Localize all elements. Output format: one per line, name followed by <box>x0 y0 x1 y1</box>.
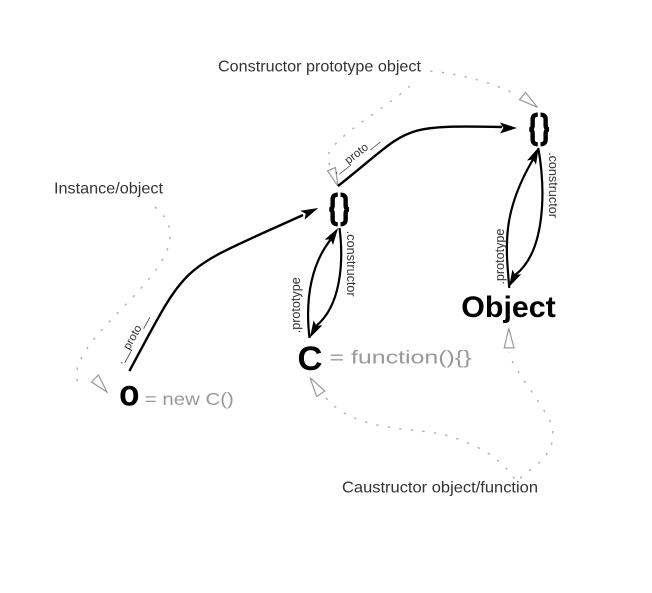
svg-text:.prototype: .prototype <box>493 229 507 285</box>
svg-text:= new C(): = new C() <box>145 389 234 409</box>
svg-text:Constructor prototype object: Constructor prototype object <box>218 59 422 76</box>
svg-text:Object: Object <box>461 291 556 324</box>
svg-text:= function(){}: = function(){} <box>330 348 472 368</box>
svg-text:C: C <box>298 340 323 378</box>
svg-text:Instance/object: Instance/object <box>54 181 164 198</box>
svg-text:.constructor: .constructor <box>546 152 560 218</box>
svg-text:.prototype: .prototype <box>289 277 303 333</box>
svg-text:o: o <box>119 373 139 414</box>
svg-text:Caustructor object/function: Caustructor object/function <box>342 480 538 497</box>
svg-text:.constructor: .constructor <box>344 231 358 297</box>
